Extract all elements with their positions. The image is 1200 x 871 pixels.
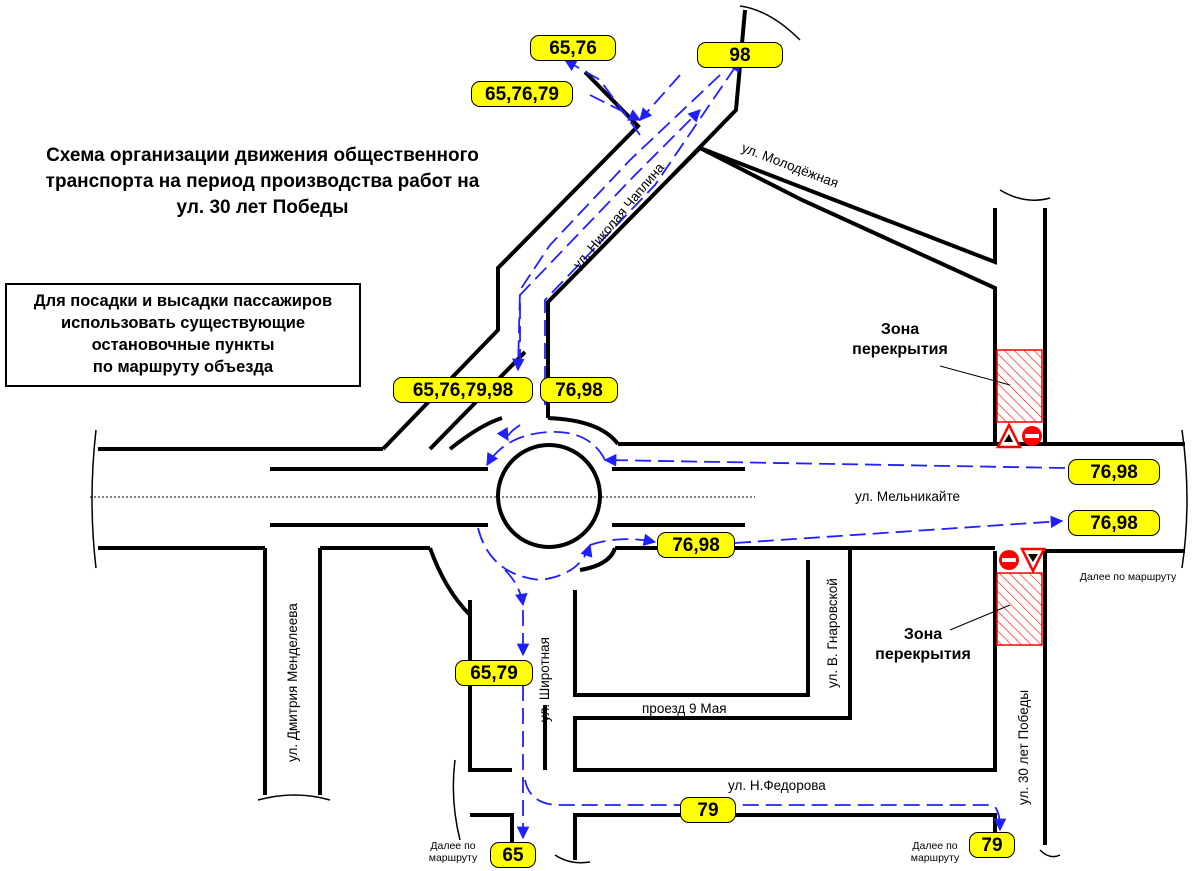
roadworks-sign-icon (995, 422, 1023, 449)
zone-label-lower: Зона перекрытия (875, 626, 971, 663)
further-note-right: Далее по маршруту (1079, 571, 1177, 583)
callout-lower (949, 604, 1011, 631)
route-label-65-76-79-98: 65,76,79,98 (393, 377, 533, 403)
street-v-gnarovskoy: ул. В. Гнаровской (825, 578, 840, 688)
route-label-65-76-79: 65,76,79 (471, 81, 573, 107)
passenger-note: Для посадки и высадки пассажиров использ… (5, 283, 361, 387)
route-label-65-79: 65,79 (455, 660, 533, 686)
street-melnikaite: ул. Мельникайте (855, 489, 960, 504)
route-label-79-mid: 79 (680, 797, 736, 823)
route-label-76-98-middle: 76,98 (657, 532, 735, 558)
no-entry-sign-icon (1022, 426, 1042, 446)
street-dmitriya-mendeleeva: ул. Дмитрия Менделеева (285, 603, 300, 762)
route-label-79-end: 79 (969, 832, 1015, 858)
route-label-76-98-lower: 76,98 (1068, 510, 1160, 536)
route-label-98: 98 (697, 42, 783, 68)
further-note-bottom-right: Далее по маршруту (910, 840, 960, 864)
roadworks-sign-lower-icon (1019, 547, 1047, 574)
street-shirotnaya: ул. Широтная (537, 637, 552, 722)
street-n-fedorova: ул. Н.Федорова (728, 778, 826, 793)
street-30-let-pobedy: ул. 30 лет Победы (1016, 689, 1031, 805)
closure-zone-lower (996, 572, 1043, 646)
route-label-65-76: 65,76 (530, 35, 616, 61)
detour-arrows (477, 58, 1066, 840)
further-note-bottom-left: Далее по маршруту (428, 840, 478, 864)
route-label-76-98-ring: 76,98 (540, 377, 618, 403)
zone-label-upper: Зона перекрытия (852, 321, 948, 358)
route-label-76-98-upper: 76,98 (1068, 459, 1160, 485)
route-label-65-end: 65 (490, 842, 536, 868)
map-title: Схема организации движения общественного… (45, 145, 480, 218)
street-proezd-9-maya: проезд 9 Мая (642, 701, 727, 716)
callout-upper (939, 365, 1011, 386)
no-entry-sign-lower-icon (999, 550, 1019, 570)
closure-zone-upper (996, 349, 1043, 423)
